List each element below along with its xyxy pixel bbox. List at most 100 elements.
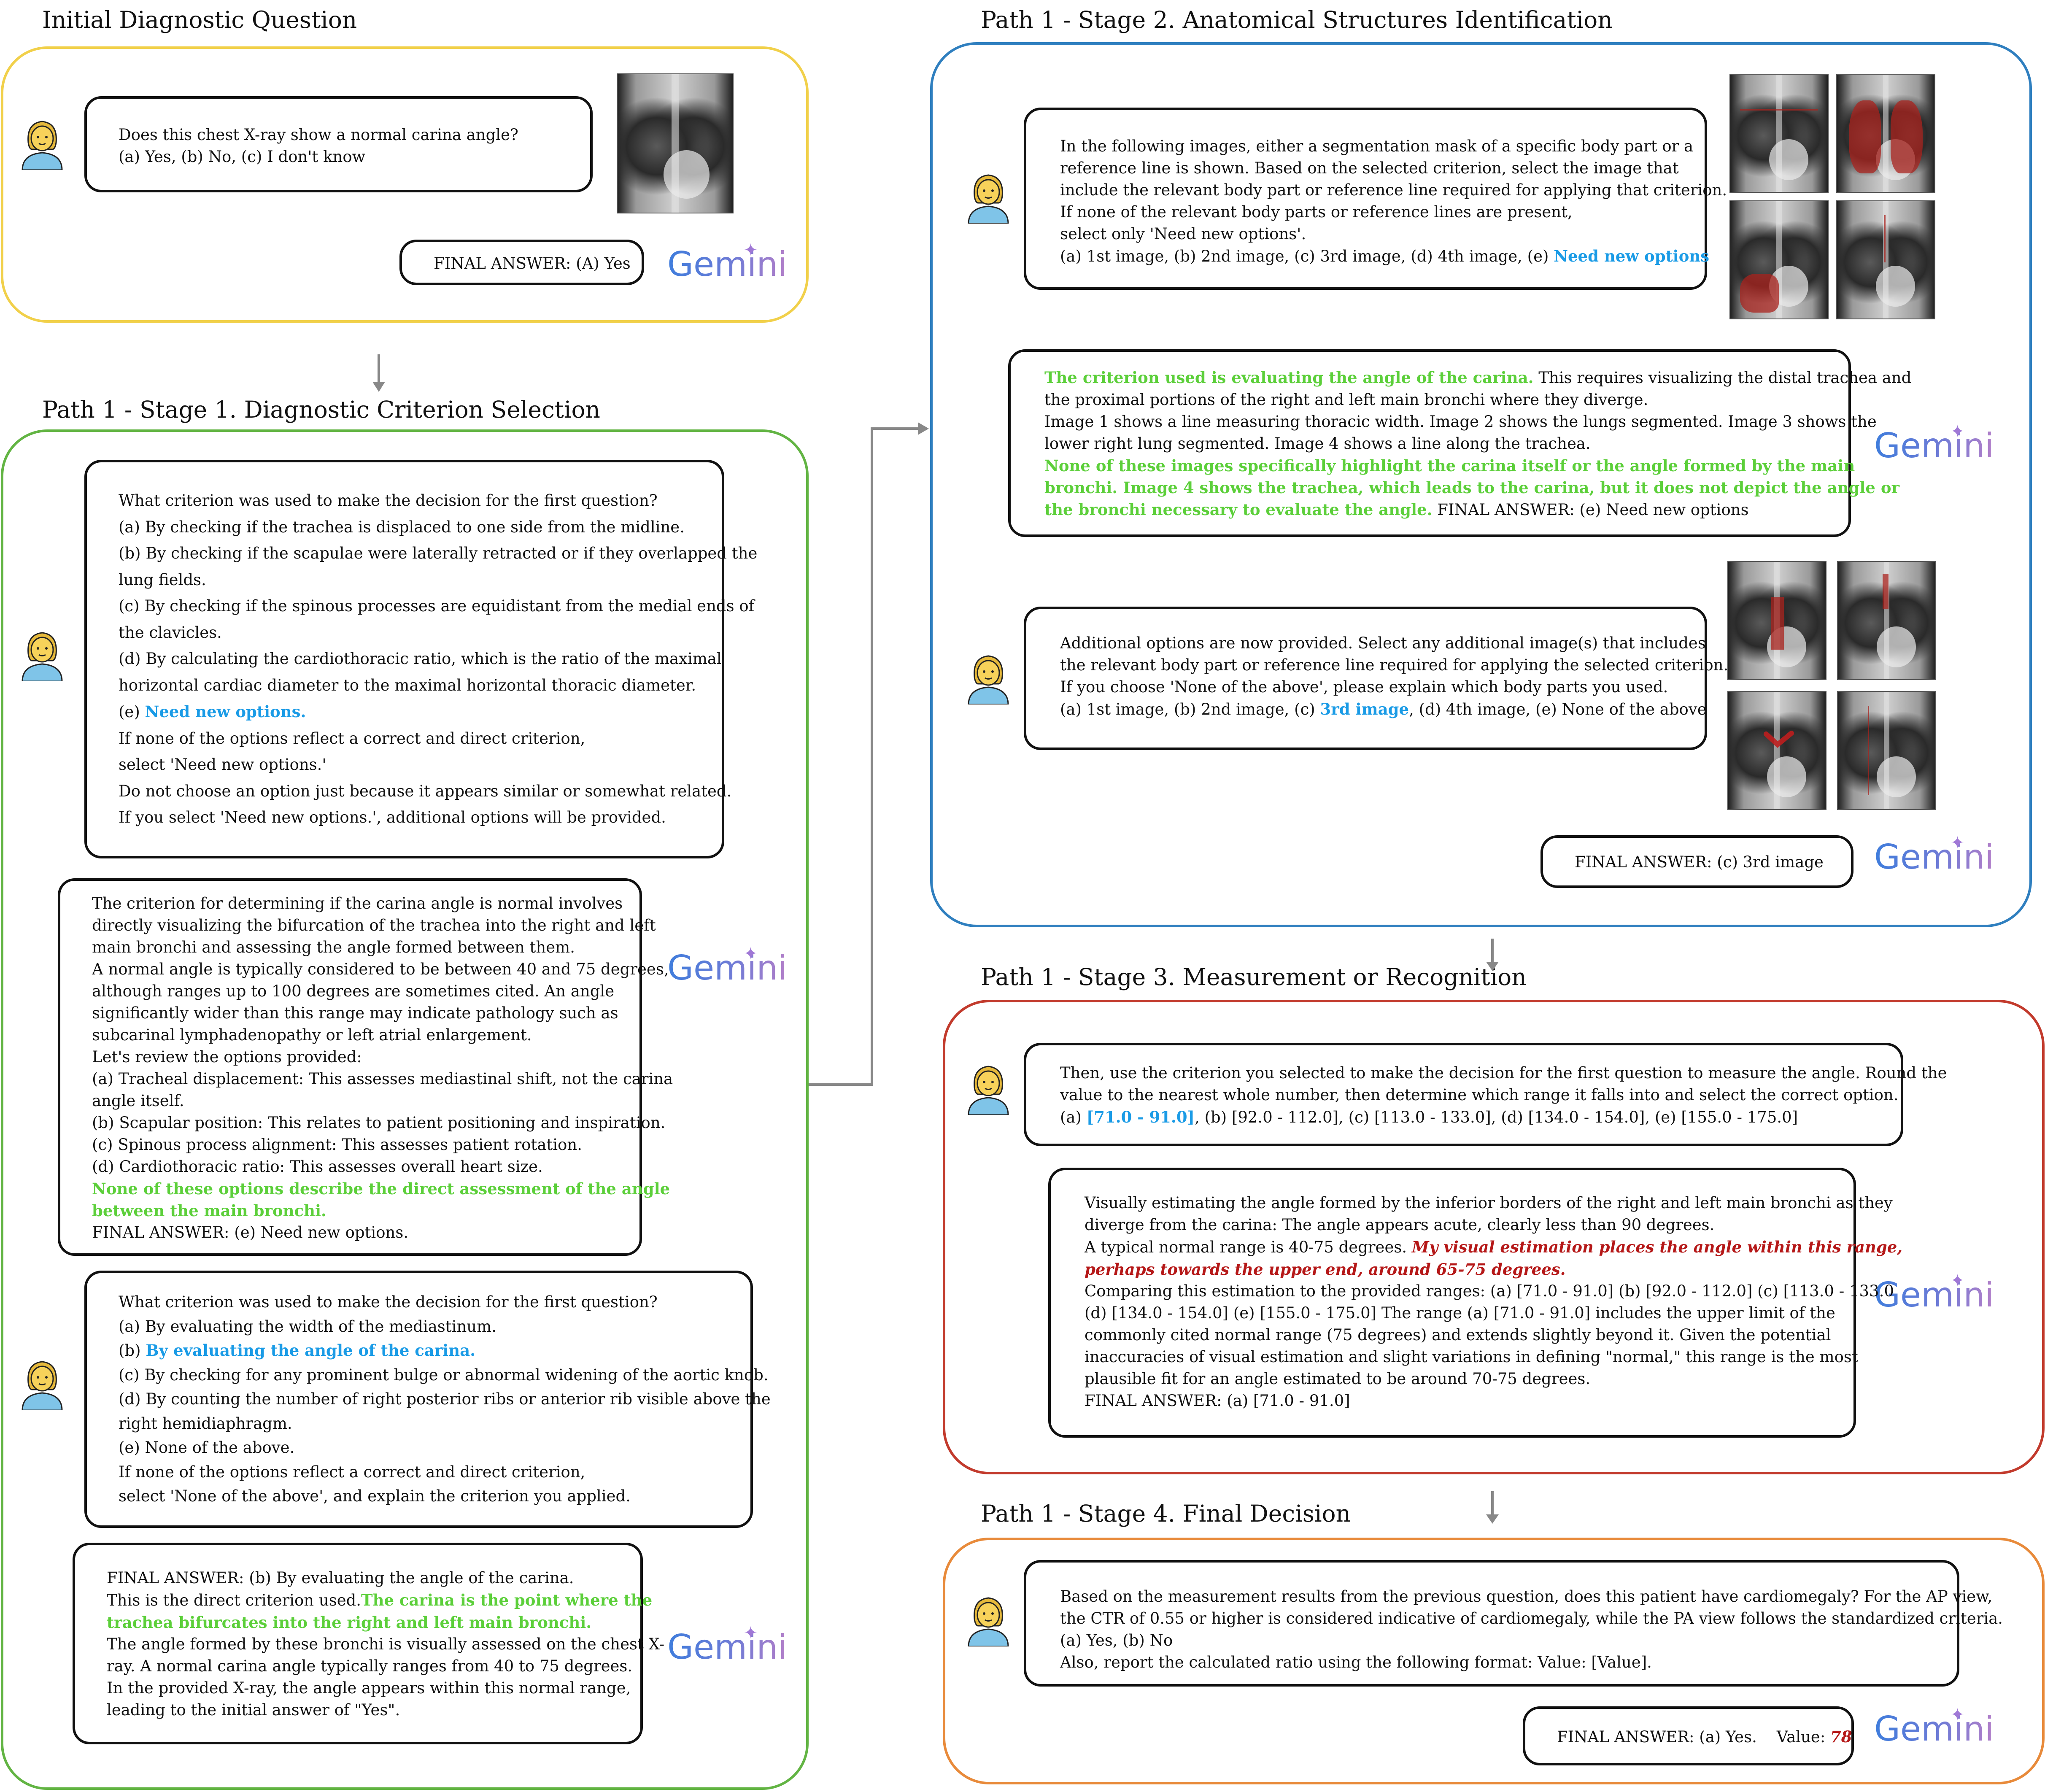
carina-angle-option-highlight: By evaluating the angle of the carina. <box>146 1341 476 1360</box>
gemini-sparkle-icon: ✦ <box>743 240 758 260</box>
gemini-logo: Gemini✦ <box>1874 1705 1994 1748</box>
question-line: (a) 1st image, (b) 2nd image, (c) 3rd im… <box>1060 700 1707 718</box>
answer-line: the proximal portions of the right and l… <box>1044 391 1648 409</box>
answer-line: (a) Tracheal displacement: This assesses… <box>92 1070 673 1088</box>
question-line: select 'None of the above', and explain … <box>119 1487 631 1505</box>
segmentation-option-image-2 <box>1836 74 1935 193</box>
question-line: (e) None of the above. <box>119 1438 295 1457</box>
answer-line: In the provided X-ray, the angle appears… <box>107 1679 631 1697</box>
gemini-logo: Gemini✦ <box>1874 833 1994 876</box>
final-answer-line: FINAL ANSWER: (e) Need new options. <box>92 1223 409 1241</box>
answer-line: subcarinal lymphadenopathy or left atria… <box>92 1026 532 1044</box>
answer-line: The criterion for determining if the car… <box>92 894 623 912</box>
gemini-sparkle-icon: ✦ <box>1950 1271 1965 1290</box>
stage4-answer-bubble: FINAL ANSWER: (a) Yes. Value: 78 <box>1523 1706 1854 1765</box>
need-new-options-highlight: Need new options. <box>145 702 306 721</box>
question-line: Also, report the calculated ratio using … <box>1060 1653 1652 1671</box>
additional-option-image-1 <box>1727 561 1826 680</box>
answer-text: FINAL ANSWER: (a) Yes. Value: 78 <box>1557 1727 1852 1746</box>
stage2-question2-bubble: Additional options are now provided. Sel… <box>1024 607 1728 750</box>
answer-line: inaccuracies of visual estimation and sl… <box>1085 1348 1858 1366</box>
additional-option-image-3 <box>1727 691 1826 810</box>
question-line: (a) Yes, (b) No <box>1060 1631 1173 1649</box>
gemini-logo: Gemini✦ <box>1874 422 1994 465</box>
question-line: (d) By calculating the cardiothoracic ra… <box>119 650 722 668</box>
stage1-question2-bubble: What criterion was used to make the deci… <box>84 1271 771 1528</box>
answer-line: leading to the initial answer of "Yes". <box>107 1701 400 1719</box>
chest-xray-image <box>617 73 734 213</box>
answer-line: A typical normal range is 40-75 degrees.… <box>1085 1238 1903 1256</box>
range-a-highlight: [71.0 - 91.0] <box>1086 1108 1195 1126</box>
stage2-question1-bubble: In the following images, either a segmen… <box>1024 108 1727 290</box>
question-line: value to the nearest whole number, then … <box>1060 1086 1899 1104</box>
stage3-question-bubble: Then, use the criterion you selected to … <box>1024 1043 1947 1146</box>
answer-line: (b) Scapular position: This relates to p… <box>92 1114 666 1132</box>
answer-line: This is the direct criterion used.The ca… <box>107 1591 653 1609</box>
stage3-section-title: Path 1 - Stage 3. Measurement or Recogni… <box>981 963 1527 990</box>
gemini-sparkle-icon: ✦ <box>1950 422 1965 441</box>
answer-line: ray. A normal carina angle typically ran… <box>107 1657 633 1675</box>
answer-line: although ranges up to 100 degrees are so… <box>92 982 615 1000</box>
answer-highlight-line: trachea bifurcates into the right and le… <box>107 1613 592 1632</box>
answer-line: directly visualizing the bifurcation of … <box>92 916 656 934</box>
answer-line: A normal angle is typically considered t… <box>92 960 669 978</box>
answer-highlight-line: None of these options describe the direc… <box>92 1179 670 1198</box>
stage4-section-title: Path 1 - Stage 4. Final Decision <box>981 1500 1351 1527</box>
question-line: include the relevant body part or refere… <box>1060 181 1727 199</box>
answer-line: angle itself. <box>92 1092 184 1110</box>
user-avatar-icon <box>965 1062 1012 1116</box>
answer-line: main bronchi and assessing the angle for… <box>92 938 575 956</box>
question-line: (c) By checking for any prominent bulge … <box>119 1366 769 1384</box>
question-line: right hemidiaphragm. <box>119 1414 292 1433</box>
initial-section-title: Initial Diagnostic Question <box>42 6 357 33</box>
question-line: Does this chest X-ray show a normal cari… <box>119 126 518 144</box>
user-avatar-icon <box>965 652 1012 705</box>
third-image-highlight: 3rd image <box>1320 700 1409 718</box>
stage4-question-bubble: Based on the measurement results from th… <box>1024 1560 2003 1687</box>
segmentation-option-image-1 <box>1729 74 1829 193</box>
gemini-logo: Gemini✦ <box>667 944 787 987</box>
user-avatar-icon <box>965 1594 1012 1647</box>
stage3-answer-bubble: Visually estimating the angle formed by … <box>1048 1168 1902 1438</box>
question-line: Additional options are now provided. Sel… <box>1060 634 1706 652</box>
question-line: horizontal cardiac diameter to the maxim… <box>119 676 696 694</box>
answer-line: diverge from the carina: The angle appea… <box>1085 1216 1715 1234</box>
answer-text: FINAL ANSWER: (A) Yes <box>434 254 631 273</box>
question-line: (a) By evaluating the width of the media… <box>119 1317 496 1336</box>
question-line: What criterion was used to make the deci… <box>119 491 658 510</box>
gemini-logo: Gemini✦ <box>1874 1271 1994 1314</box>
answer-line: Let's review the options provided: <box>92 1048 362 1066</box>
gemini-sparkle-icon: ✦ <box>743 944 758 963</box>
final-answer-line: FINAL ANSWER: (a) [71.0 - 91.0] <box>1085 1392 1350 1410</box>
stage1-question1-bubble: What criterion was used to make the deci… <box>84 460 757 858</box>
answer-line: (c) Spinous process alignment: This asse… <box>92 1136 582 1154</box>
question-line: (a) By checking if the trachea is displa… <box>119 518 685 536</box>
question-line: (b) By evaluating the angle of the carin… <box>119 1341 476 1360</box>
question-line: (d) By counting the number of right post… <box>119 1390 771 1408</box>
answer-highlight-line: between the main bronchi. <box>92 1201 326 1220</box>
answer-text: FINAL ANSWER: (c) 3rd image <box>1575 853 1824 871</box>
additional-option-image-2 <box>1837 561 1936 680</box>
question-line: If none of the relevant body parts or re… <box>1060 203 1573 221</box>
answer-line: plausible fit for an angle estimated to … <box>1085 1370 1591 1388</box>
answer-line: lower right lung segmented. Image 4 show… <box>1044 435 1591 453</box>
answer-highlight-line: perhaps towards the upper end, around 65… <box>1085 1260 1566 1279</box>
answer-line: commonly cited normal range (75 degrees)… <box>1085 1326 1831 1344</box>
question-line: (b) By checking if the scapulae were lat… <box>119 544 758 562</box>
user-avatar-icon <box>19 629 65 682</box>
segmentation-option-image-4 <box>1836 200 1935 319</box>
question-line: (a) [71.0 - 91.0], (b) [92.0 - 112.0], (… <box>1060 1108 1798 1126</box>
stage4-frame <box>943 1538 2045 1784</box>
answer-line: significantly wider than this range may … <box>92 1004 618 1022</box>
answer-highlight-line: bronchi. Image 4 shows the trachea, whic… <box>1044 478 1899 497</box>
user-avatar-icon <box>19 117 65 171</box>
question-line: Based on the measurement results from th… <box>1060 1587 1993 1606</box>
gemini-sparkle-icon: ✦ <box>743 1623 758 1643</box>
final-answer-line: FINAL ANSWER: (b) By evaluating the angl… <box>107 1569 574 1587</box>
user-avatar-icon <box>19 1357 65 1411</box>
user-avatar-icon <box>965 171 1012 224</box>
gemini-logo: Gemini✦ <box>667 1623 787 1666</box>
question-line: the CTR of 0.55 or higher is considered … <box>1060 1609 2003 1627</box>
question-line: If none of the options reflect a correct… <box>119 729 585 748</box>
answer-line: Comparing this estimation to the provide… <box>1085 1282 1894 1300</box>
